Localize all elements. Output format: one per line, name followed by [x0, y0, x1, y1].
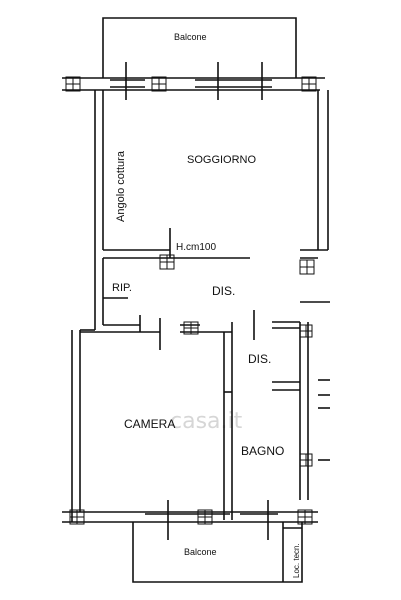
column-marker [197, 509, 213, 525]
label-kitchen-corner: Angolo cottura [115, 150, 127, 222]
label-balcony-top: Balcone [174, 32, 207, 42]
label-storage: RIP. [112, 282, 132, 294]
column-marker [299, 453, 313, 467]
column-marker [69, 509, 85, 525]
label-living-room: SOGGIORNO [187, 154, 257, 166]
column-marker [159, 254, 175, 270]
column-marker [299, 324, 313, 338]
column-marker [297, 509, 313, 525]
label-bathroom: BAGNO [241, 444, 284, 458]
column-marker [299, 259, 315, 275]
label-bedroom: CAMERA [124, 417, 175, 431]
label-hall-main: DIS. [212, 284, 235, 298]
label-height-note: H.cm100 [176, 242, 216, 253]
column-marker [151, 76, 167, 92]
column-marker [65, 76, 81, 92]
structure-markers [65, 76, 317, 525]
walls [62, 17, 330, 583]
label-hall-small: DIS. [248, 352, 271, 366]
label-laundry: Loc. tecn. [292, 543, 301, 578]
label-balcony-bottom: Balcone [184, 547, 217, 557]
watermark: casa.it [170, 409, 243, 434]
column-marker [301, 76, 317, 92]
column-marker [183, 321, 199, 335]
